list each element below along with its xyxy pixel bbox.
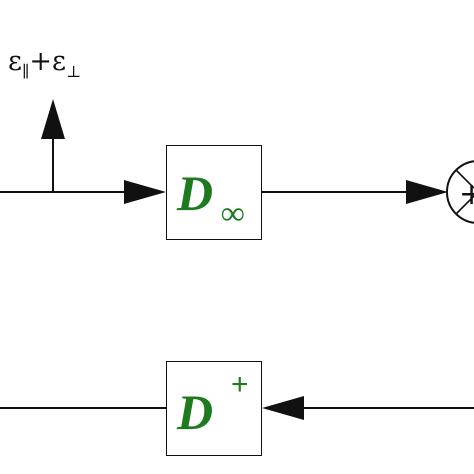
eps-perp: ε: [52, 46, 67, 77]
input-arrowhead: [124, 180, 166, 204]
parallel-subscript: ∥: [22, 62, 30, 81]
plus-operator: +: [29, 46, 53, 77]
feedback-arrowhead: [262, 396, 304, 420]
block-dplus-superscript: +: [231, 368, 249, 401]
block-dplus-letter: D: [177, 384, 214, 440]
output-label-epsilon: ε∥+ε⊥: [8, 46, 81, 80]
junction-sign: +: [459, 177, 474, 212]
block-dinf-letter: D: [177, 165, 214, 221]
branch-arrowhead: [41, 99, 65, 139]
block-d-infinity: D ∞: [166, 145, 262, 240]
junction-arrowhead: [406, 180, 448, 204]
perp-subscript: ⊥: [66, 62, 82, 81]
block-d-plus: D +: [166, 361, 262, 456]
block-dinf-subscript: ∞: [221, 196, 245, 232]
summing-junction: +: [446, 160, 474, 224]
eps-parallel: ε: [8, 46, 22, 77]
